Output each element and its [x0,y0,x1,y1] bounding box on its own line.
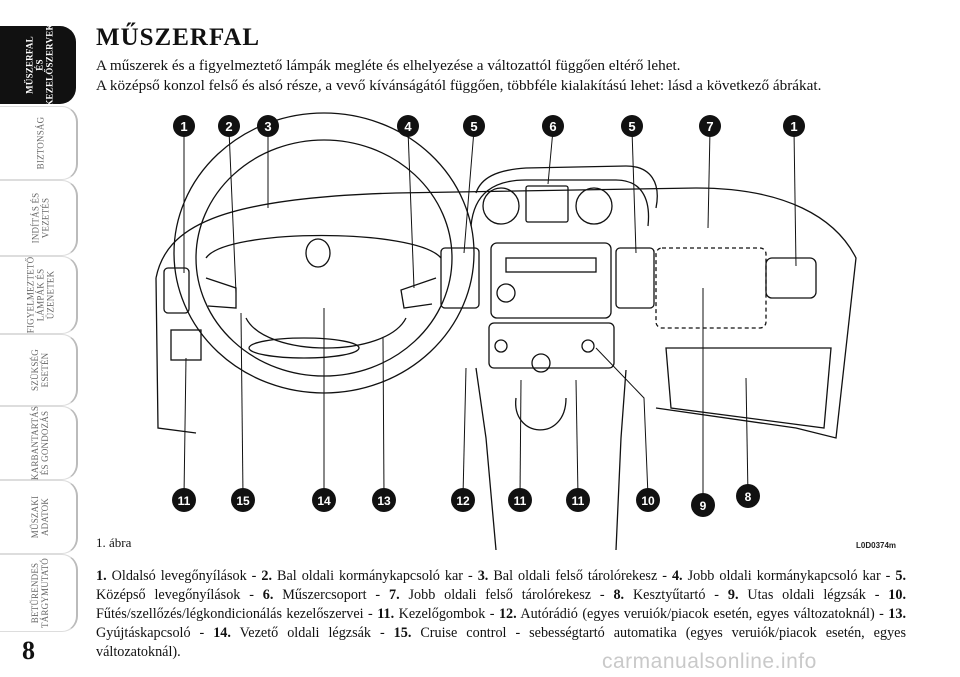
callout-bottom-14: 14 [312,488,336,512]
intro-text: A műszerek és a figyelmeztető lámpák meg… [96,56,926,96]
svg-text:13: 13 [377,494,391,508]
tab-muszerfal[interactable]: MŰSZERFAL ÉS KEZELŐSZERVEK [0,23,76,107]
tab-muszaki[interactable]: MŰSZAKI ADATOK [0,480,78,554]
callout-bottom-11c: 11 [566,488,590,512]
watermark: carmanualsonline.info [602,650,817,673]
tab-label: INDÍTÁS ÉS VEZETÉS [30,192,50,244]
chapter-sidebar: MŰSZERFAL ÉS KEZELŐSZERVEK BIZTONSÁG IND… [0,0,78,677]
tab-label: KARBANTARTÁS ÉS GONDOZÁS [30,405,50,481]
svg-text:1: 1 [790,119,797,134]
tab-szukseg[interactable]: SZÜKSÉG ESETÉN [0,334,78,406]
tab-inditas[interactable]: INDÍTÁS ÉS VEZETÉS [0,180,78,256]
intro-line-1: A műszerek és a figyelmeztető lámpák meg… [96,57,681,74]
svg-text:1: 1 [180,119,187,134]
intro-line-2: A középső konzol felső és alsó része, a … [96,77,822,94]
svg-text:3: 3 [264,119,271,134]
tab-figyelmezteto[interactable]: FIGYELMEZTETŐ LÁMPÁK ÉS ÜZENETEK [0,256,78,334]
tab-beturendes[interactable]: BETŰRENDES TÁRGYMUTATÓ [0,554,78,632]
callout-bottom-11: 11 [172,488,196,512]
svg-text:7: 7 [706,119,713,134]
tab-biztonsag[interactable]: BIZTONSÁG [0,106,78,180]
svg-text:11: 11 [178,494,191,508]
svg-text:14: 14 [317,494,331,508]
dashboard-illustration: 1 2 3 4 5 6 5 7 1 11 15 14 13 12 11 11 1… [155,112,857,550]
svg-text:2: 2 [225,119,232,134]
callout-top-1b: 1 [783,115,805,137]
svg-text:6: 6 [549,119,556,134]
callout-bottom-8: 8 [736,484,760,508]
svg-text:9: 9 [700,499,707,513]
callout-bottom-12: 12 [451,488,475,512]
callout-top-5: 5 [463,115,485,137]
callout-top-5b: 5 [621,115,643,137]
svg-text:5: 5 [470,119,477,134]
tab-label: BETŰRENDES TÁRGYMUTATÓ [30,558,51,628]
tab-label: MŰSZAKI ADATOK [30,495,50,539]
tab-label: BIZTONSÁG [34,116,45,170]
svg-text:11: 11 [572,494,585,508]
tab-karbantartas[interactable]: KARBANTARTÁS ÉS GONDOZÁS [0,406,78,480]
svg-text:10: 10 [641,494,655,508]
callout-top-3: 3 [257,115,279,137]
tab-label: FIGYELMEZTETŐ LÁMPÁK ÉS ÜZENETEK [25,256,55,334]
callout-bottom-10: 10 [636,488,660,512]
svg-text:12: 12 [456,494,470,508]
svg-text:5: 5 [628,119,635,134]
figure-caption: 1. ábra [96,535,132,550]
callout-bottom-11b: 11 [508,488,532,512]
callout-bottom-13: 13 [372,488,396,512]
page-number: 8 [22,636,35,665]
callout-top-6: 6 [542,115,564,137]
callout-bottom-15: 15 [231,488,255,512]
tab-label: MŰSZERFAL ÉS KEZELŐSZERVEK [25,23,55,107]
callout-bottom-9: 9 [691,493,715,517]
tab-label: SZÜKSÉG ESETÉN [30,349,50,391]
callout-top-4: 4 [397,115,419,137]
callout-top-1: 1 [173,115,195,137]
figure-code: L0D0374m [856,541,897,550]
svg-text:15: 15 [236,494,250,508]
svg-text:8: 8 [745,490,752,504]
svg-text:4: 4 [404,119,412,134]
svg-text:11: 11 [514,494,527,508]
callout-top-2: 2 [218,115,240,137]
figure-legend: 1. Oldalsó levegőnyílások - 2. Bal oldal… [96,568,907,660]
callout-top-7: 7 [699,115,721,137]
page-title: MŰSZERFAL [96,24,261,51]
